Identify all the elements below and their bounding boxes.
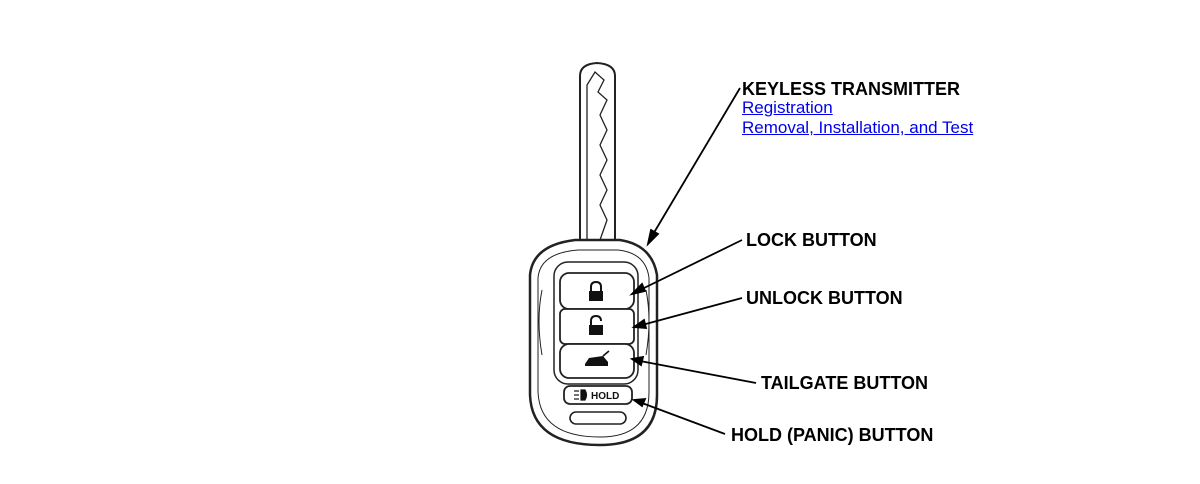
registration-link[interactable]: Registration [742, 98, 833, 117]
lock-closed-icon [589, 280, 603, 301]
unlock-button-label: UNLOCK BUTTON [746, 288, 903, 308]
key-blade [579, 61, 616, 241]
keyless-transmitter-label: KEYLESS TRANSMITTER [742, 79, 961, 99]
lock-open-icon [589, 314, 603, 335]
removal-installation-test-link[interactable]: Removal, Installation, and Test [742, 118, 974, 137]
tailgate-button-label: TAILGATE BUTTON [761, 373, 928, 393]
lock-button-label: LOCK BUTTON [746, 230, 877, 250]
hold-button-text: HOLD [591, 391, 619, 402]
tailgate-car-icon [585, 350, 610, 366]
leader-lines [629, 87, 757, 435]
fob-head [528, 238, 659, 447]
hold-panic-button-label: HOLD (PANIC) BUTTON [731, 425, 934, 445]
light-indicator-icon [574, 389, 588, 401]
